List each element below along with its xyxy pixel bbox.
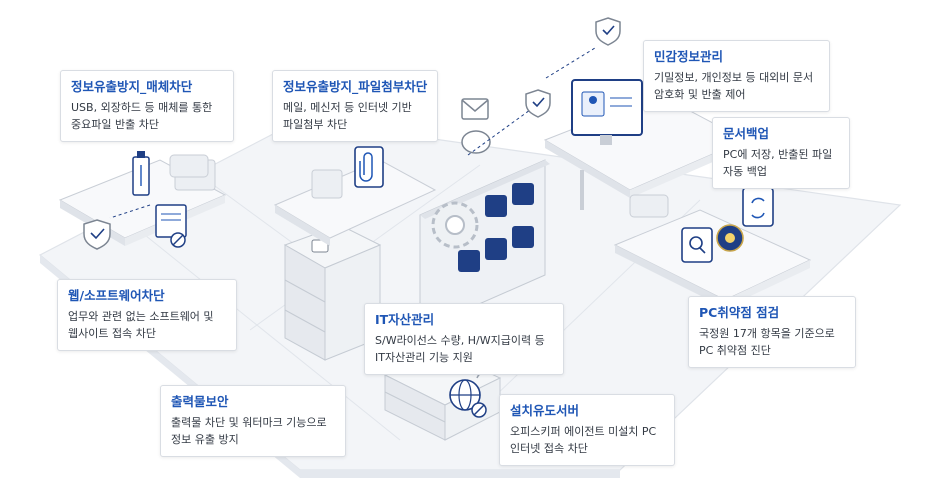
paperclip-file-icon	[354, 146, 384, 188]
mail-icon	[461, 98, 489, 120]
shield-check-icon	[525, 89, 551, 118]
card-description: 메일, 메신저 등 인터넷 기반 파일첨부 차단	[283, 101, 412, 131]
shield-check-icon	[83, 219, 111, 250]
card-title: 문서백업	[723, 126, 770, 141]
card-description: 국정원 17개 항목을 기준으로 PC 취약점 진단	[699, 327, 835, 357]
card-description: 출력물 차단 및 워터마크 기능으로 정보 유출 방지	[171, 416, 327, 446]
chat-bubble-icon	[461, 130, 491, 154]
card-description: 업무와 관련 없는 소프트웨어 및 웹사이트 접속 차단	[68, 310, 214, 340]
attach-block-card: 정보유출방지_파일첨부차단 메일, 메신저 등 인터넷 기반 파일첨부 차단	[272, 70, 438, 142]
card-title: 정보유출방지_파일첨부차단	[283, 79, 428, 94]
nis-emblem-icon	[716, 224, 744, 252]
it-asset-card: IT자산관리 S/W라이선스 수량, H/W지급이력 등 IT자산관리 기능 지…	[364, 303, 564, 375]
middle-desk	[273, 159, 437, 246]
monitor-icon	[571, 79, 643, 145]
card-title: PC취약점 점검	[699, 305, 780, 320]
sensitive-info-card: 민감정보관리 기밀정보, 개인정보 등 대외비 문서 암호화 및 반출 제어	[643, 40, 830, 112]
card-title: 정보유출방지_매체차단	[71, 79, 193, 94]
card-title: 웹/소프트웨어차단	[68, 288, 165, 303]
magnifier-document-icon	[681, 227, 713, 263]
card-title: 출력물보안	[171, 394, 229, 409]
app-tiles	[458, 183, 534, 272]
storage-drive-icon	[155, 204, 187, 248]
card-title: 민감정보관리	[654, 49, 724, 64]
card-description: 오피스키퍼 에이전트 미설치 PC 인터넷 접속 차단	[510, 425, 657, 455]
shield-check-icon	[595, 17, 621, 46]
globe-block-icon	[449, 379, 487, 418]
card-title: IT자산관리	[375, 312, 435, 327]
card-title: 설치유도서버	[510, 403, 580, 418]
pc-vuln-card: PC취약점 점검 국정원 17개 항목을 기준으로 PC 취약점 진단	[688, 296, 856, 368]
print-security-card: 출력물보안 출력물 차단 및 워터마크 기능으로 정보 유출 방지	[160, 385, 346, 457]
doc-backup-card: 문서백업 PC에 저장, 반출된 파일 자동 백업	[712, 117, 850, 189]
card-description: PC에 저장, 반출된 파일 자동 백업	[723, 148, 833, 178]
card-description: USB, 외장하드 등 매체를 통한 중요파일 반출 차단	[71, 101, 213, 131]
sync-document-icon	[742, 187, 774, 227]
web-sw-block-card: 웹/소프트웨어차단 업무와 관련 없는 소프트웨어 및 웹사이트 접속 차단	[57, 279, 237, 351]
gear-icon	[431, 201, 479, 249]
media-block-card: 정보유출방지_매체차단 USB, 외장하드 등 매체를 통한 중요파일 반출 차…	[60, 70, 234, 142]
card-description: 기밀정보, 개인정보 등 대외비 문서 암호화 및 반출 제어	[654, 71, 814, 101]
card-description: S/W라이선스 수량, H/W지급이력 등 IT자산관리 기능 지원	[375, 334, 545, 364]
usb-icon	[132, 151, 150, 196]
install-server-card: 설치유도서버 오피스키퍼 에이전트 미설치 PC 인터넷 접속 차단	[499, 394, 675, 466]
chair	[169, 154, 669, 218]
